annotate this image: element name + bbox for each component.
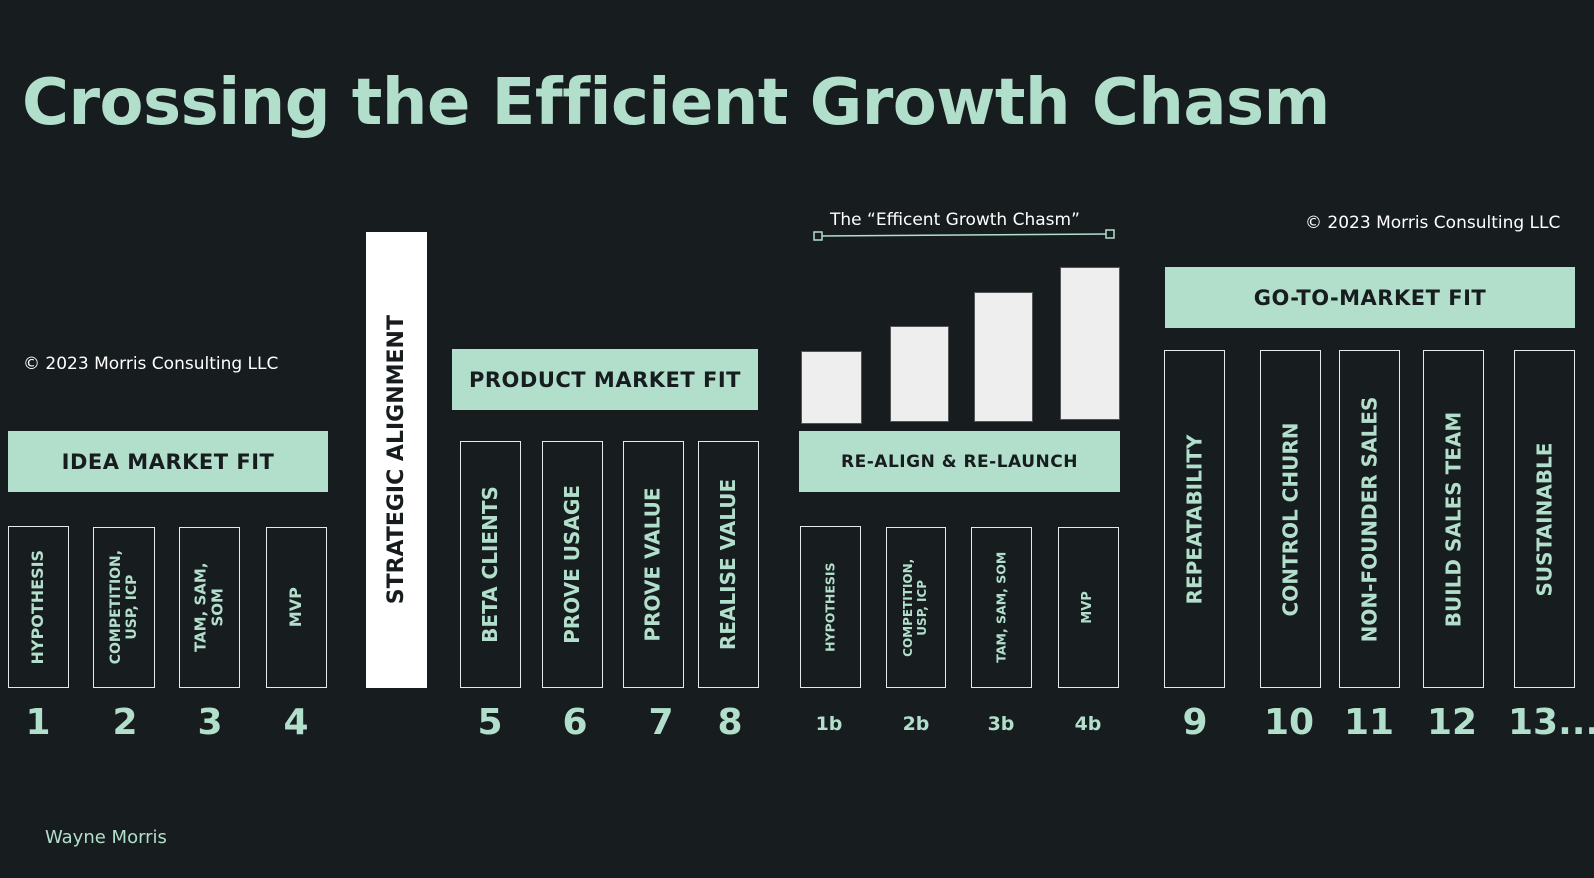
step-number: 10 <box>1263 702 1315 743</box>
step-column-10: CONTROL CHURN <box>1260 350 1321 688</box>
step-label: HYPOTHESIS <box>28 549 48 665</box>
step-label: MVP <box>286 587 306 628</box>
step-column-13: SUSTAINABLE <box>1514 350 1575 688</box>
step-number: 7 <box>648 702 674 743</box>
step-column-11: NON-FOUNDER SALES <box>1339 350 1400 688</box>
growth-bar-1 <box>801 351 862 424</box>
step-label: BETA CLIENTS <box>478 486 502 643</box>
step-number: 12 <box>1426 702 1478 743</box>
step-column-3b: TAM, SAM, SOM <box>971 527 1032 688</box>
step-column-9: REPEATABILITY <box>1164 350 1225 688</box>
step-column-2: COMPETITION,USP, ICP <box>93 527 155 688</box>
step-label: TAM, SAM,SOM <box>191 562 227 653</box>
step-column-1: HYPOTHESIS <box>8 526 69 688</box>
copyright-right: © 2023 Morris Consulting LLC <box>1305 213 1561 233</box>
chasm-bracket <box>813 229 1115 241</box>
chasm-label: The “Efficent Growth Chasm” <box>830 210 1080 230</box>
step-label: MVP <box>1080 591 1096 624</box>
idea-market-fit-header: IDEA MARKET FIT <box>8 431 328 492</box>
step-label: COMPETITION,USP, ICP <box>107 550 141 665</box>
author-name: Wayne Morris <box>45 827 167 848</box>
step-number: 3 <box>197 702 223 743</box>
step-number: 9 <box>1182 702 1208 743</box>
growth-bar-4 <box>1060 267 1120 420</box>
go-to-market-fit-header: GO-TO-MARKET FIT <box>1165 267 1575 328</box>
page-title: Crossing the Efficient Growth Chasm <box>22 66 1330 140</box>
realign-relaunch-header: RE-ALIGN & RE-LAUNCH <box>799 431 1120 492</box>
step-number: 5 <box>477 702 503 743</box>
step-number: 3b <box>987 713 1015 735</box>
step-number: 13... <box>1508 702 1594 743</box>
strategic-alignment-label: STRATEGIC ALIGNMENT <box>383 315 409 605</box>
step-column-12: BUILD SALES TEAM <box>1423 350 1484 688</box>
step-label: SUSTAINABLE <box>1532 442 1556 596</box>
step-number: 4b <box>1074 713 1102 735</box>
strategic-alignment-column: STRATEGIC ALIGNMENT <box>366 232 427 688</box>
product-market-fit-header: PRODUCT MARKET FIT <box>452 349 758 410</box>
step-label: REALISE VALUE <box>716 478 741 651</box>
step-label: BUILD SALES TEAM <box>1441 411 1466 627</box>
step-label: PROVE VALUE <box>641 487 666 642</box>
step-column-5: BETA CLIENTS <box>460 441 521 688</box>
step-label: PROVE USAGE <box>560 485 585 644</box>
step-label: REPEATABILITY <box>1182 434 1206 604</box>
step-column-7: PROVE VALUE <box>623 441 684 688</box>
step-label: HYPOTHESIS <box>822 562 838 652</box>
step-number: 1b <box>815 713 843 735</box>
step-column-6: PROVE USAGE <box>542 441 603 688</box>
step-label: COMPETITION,USP, ICP <box>901 558 930 657</box>
step-number: 11 <box>1343 702 1395 743</box>
step-label: TAM, SAM, SOM <box>993 551 1009 664</box>
step-number: 8 <box>717 702 743 743</box>
step-label: NON-FOUNDER SALES <box>1357 396 1381 642</box>
copyright-left: © 2023 Morris Consulting LLC <box>23 354 279 374</box>
step-number: 1 <box>25 702 51 743</box>
step-number: 2 <box>112 702 138 743</box>
step-column-3: TAM, SAM,SOM <box>179 527 240 688</box>
step-number: 4 <box>283 702 309 743</box>
growth-bar-3 <box>974 292 1033 422</box>
growth-bar-2 <box>890 326 949 422</box>
step-column-4: MVP <box>266 527 327 688</box>
step-column-2b: COMPETITION,USP, ICP <box>886 527 946 688</box>
step-number: 2b <box>902 713 930 735</box>
step-column-1b: HYPOTHESIS <box>800 526 861 688</box>
step-number: 6 <box>562 702 588 743</box>
step-column-8: REALISE VALUE <box>698 441 759 688</box>
step-column-4b: MVP <box>1058 527 1119 688</box>
step-label: CONTROL CHURN <box>1278 422 1302 616</box>
